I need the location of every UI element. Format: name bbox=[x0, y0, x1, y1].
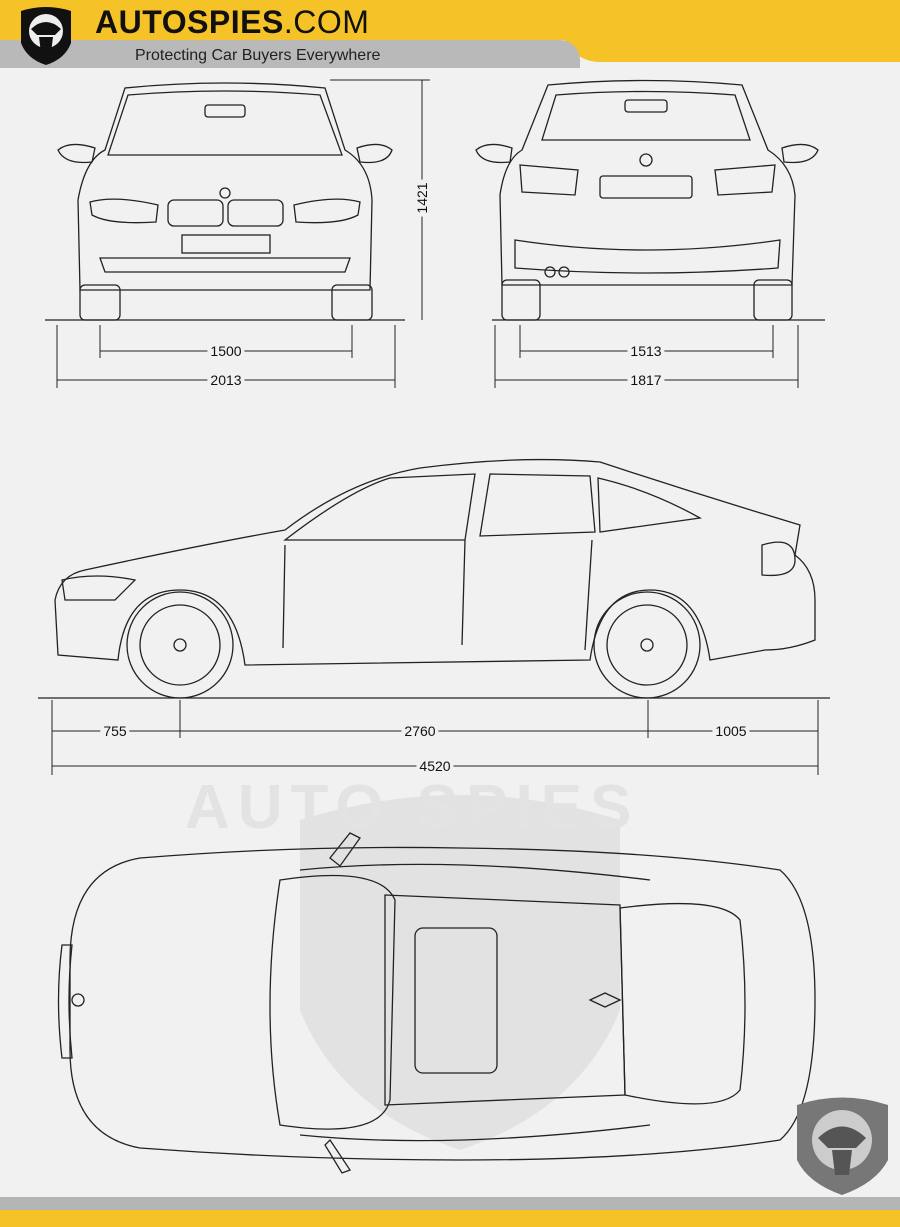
watermark: AUTO SPIES bbox=[185, 773, 640, 842]
brand-main: AUTOSPIES bbox=[95, 4, 284, 40]
wheelbase-label: 2760 bbox=[401, 723, 439, 739]
front-overhang-label: 755 bbox=[100, 723, 130, 739]
footer-band bbox=[0, 1197, 900, 1210]
header-bar-right bbox=[560, 0, 900, 62]
overall-width-label: 2013 bbox=[207, 372, 245, 388]
rear-track-label: 1513 bbox=[627, 343, 665, 359]
rear-overhang-label: 1005 bbox=[712, 723, 750, 739]
height-label: 1421 bbox=[414, 179, 430, 217]
brand-suffix: .COM bbox=[283, 4, 370, 40]
front-view bbox=[45, 82, 405, 321]
front-track-label: 1500 bbox=[207, 343, 245, 359]
body-width-label: 1817 bbox=[627, 372, 665, 388]
autospies-logo-icon bbox=[21, 7, 71, 65]
footer-bar bbox=[0, 1210, 900, 1227]
overall-length-label: 4520 bbox=[416, 758, 454, 774]
top-view bbox=[57, 832, 816, 1174]
rear-view bbox=[475, 79, 825, 321]
side-view bbox=[38, 458, 830, 699]
tagline: Protecting Car Buyers Everywhere bbox=[135, 47, 381, 64]
brand-name[interactable]: AUTOSPIES.COM bbox=[95, 5, 369, 39]
corner-logo-icon bbox=[797, 1097, 888, 1195]
tagline-band bbox=[0, 40, 580, 68]
